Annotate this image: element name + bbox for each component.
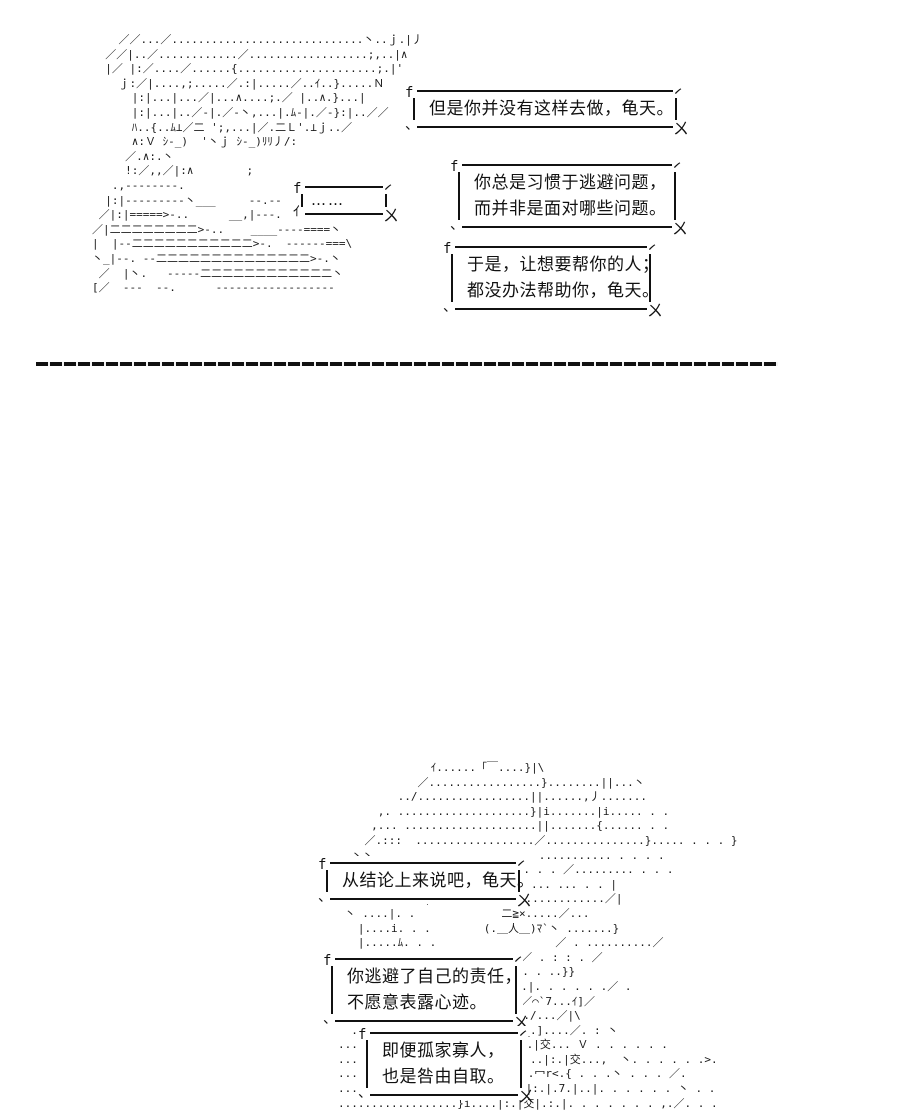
speech-balloon-1[interactable]: f 丶 、 ㄨ 但是你并没有这样去做，龟天。 [405, 84, 689, 137]
balloon-bottom-rule [462, 226, 672, 228]
balloon-body: f 丶 、 ㄨ 于是，让想要帮你的人； 都没办法帮助你，龟天。 [443, 240, 663, 319]
balloon-text: 你总是习惯于逃避问题， 而并非是面对哪些问题。 [474, 173, 667, 219]
speech-balloon-5[interactable]: f 丶 、 ㄨ 你逃避了自己的责任， 不愿意表露心迹。 [323, 952, 529, 1031]
balloon-body: f 丶 、 ㄨ 即便孤家寡人， 也是咎由自取。 [358, 1026, 534, 1105]
balloon-bottom-rule [455, 308, 647, 310]
balloon-right-rule [385, 194, 387, 207]
panel-divider [36, 362, 778, 366]
balloon-corner-bottom-left: 、 [450, 217, 464, 233]
balloon-left-rule [413, 98, 415, 120]
kneeling-figure-ascii-art: ／／...／.............................丶..ｊ.… [92, 33, 423, 295]
balloon-corner-bottom-right: ㄨ [672, 119, 689, 138]
balloon-text: 即便孤家寡人， 也是咎由自取。 [382, 1041, 505, 1087]
balloon-bottom-rule [305, 213, 383, 215]
balloon-corner-top-left: f [293, 181, 302, 197]
balloon-body: f 丶 、 ㄨ 但是你并没有这样去做，龟天。 [405, 84, 689, 137]
balloon-right-rule [649, 254, 651, 302]
speech-balloon-4[interactable]: f 丶 、 ㄨ 从结论上来说吧，龟天。 [318, 856, 535, 909]
balloon-body: f 丶 、 ㄨ 你逃避了自己的责任， 不愿意表露心迹。 [323, 952, 529, 1031]
balloon-text: 你逃避了自己的责任， 不愿意表露心迹。 [347, 967, 522, 1013]
balloon-top-rule [417, 90, 673, 92]
balloon-body: f 丶 ｲ ㄨ …… [293, 180, 399, 224]
speech-balloon-3[interactable]: f 丶 、 ㄨ 于是，让想要帮你的人； 都没办法帮助你，龟天。 [443, 240, 663, 319]
balloon-corner-bottom-right: ㄨ [382, 206, 399, 225]
balloon-corner-top-left: f [443, 241, 452, 257]
balloon-body: f 丶 、 ㄨ 从结论上来说吧，龟天。 [318, 856, 535, 909]
balloon-left-rule [301, 194, 303, 207]
balloon-corner-bottom-left: 、 [443, 299, 457, 315]
balloon-corner-bottom-right: ㄨ [646, 301, 663, 320]
balloon-left-rule [458, 172, 460, 220]
balloon-body: f 丶 、 ㄨ 你总是习惯于逃避问题， 而并非是面对哪些问题。 [450, 158, 688, 237]
balloon-text: 于是，让想要帮你的人； 都没办法帮助你，龟天。 [467, 255, 660, 301]
balloon-text: 但是你并没有这样去做，龟天。 [429, 99, 674, 119]
balloon-top-rule [455, 246, 647, 248]
balloon-corner-top-left: f [450, 159, 459, 175]
balloon-text: …… [311, 191, 345, 209]
balloon-corner-bottom-left: ｲ [293, 204, 300, 220]
balloon-right-rule [674, 172, 676, 220]
balloon-top-rule [305, 186, 383, 188]
speech-balloon-ellipsis[interactable]: f 丶 ｲ ㄨ …… [293, 180, 399, 224]
balloon-left-rule [451, 254, 453, 302]
balloon-bottom-rule [417, 126, 673, 128]
balloon-corner-bottom-left: 、 [405, 117, 419, 133]
speech-balloon-2[interactable]: f 丶 、 ㄨ 你总是习惯于逃避问题， 而并非是面对哪些问题。 [450, 158, 688, 237]
balloon-corner-bottom-right: ㄨ [671, 219, 688, 238]
panel-top: ／／...／.............................丶..ｊ.… [0, 0, 905, 366]
balloon-corner-top-left: f [405, 85, 414, 101]
panel-bottom: ｲ......「￣....}|\ ／.................}....… [0, 374, 905, 1110]
balloon-top-rule [462, 164, 672, 166]
balloon-text: 从结论上来说吧，龟天。 [342, 871, 535, 891]
balloon-right-rule [675, 98, 677, 120]
speech-balloon-6[interactable]: f 丶 、 ㄨ 即便孤家寡人， 也是咎由自取。 [358, 1026, 534, 1105]
